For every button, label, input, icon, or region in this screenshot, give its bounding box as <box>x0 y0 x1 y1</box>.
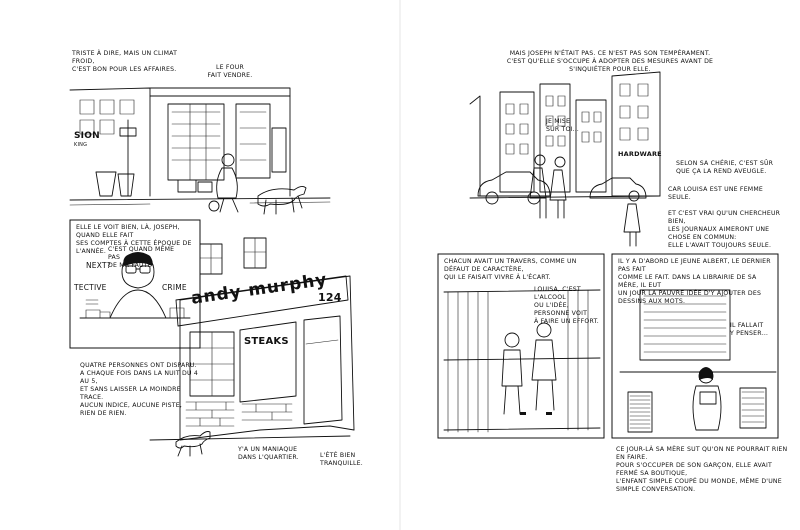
caption-woman-alone: Car Louisa est une femme seule. <box>668 186 763 201</box>
window-sign-steaks: STEAKS <box>244 336 289 347</box>
r-panel2-frame <box>437 253 605 439</box>
caption-joseph-temper: Mais Joseph n'était pas. Ce n'est pas so… <box>506 50 714 73</box>
word-next: NEXT? <box>86 261 111 270</box>
caption-maniac: Y'a un maniaque dans l'quartier. <box>238 446 299 461</box>
caption-flaws: Chacun avait un travers, comme un défaut… <box>444 258 577 281</box>
panel1-drawing <box>69 87 331 215</box>
panel2-drawing <box>79 252 191 319</box>
bubble-bet-on-you: Je mise sur toi… <box>546 118 579 133</box>
r-panel3-frame <box>611 253 779 439</box>
word-crime: CRIME <box>162 283 187 292</box>
caption-mother-knew: Ce jour-là sa mère sut qu'on ne pourrait… <box>616 446 788 493</box>
sign-hardware: HARDWARE <box>618 150 662 158</box>
page-gutter <box>399 0 401 530</box>
caption-not-my-fault: C'est quand même pas de ma faute <box>108 246 175 269</box>
bubble-think-of-it: Il fallait y penser… <box>730 322 769 337</box>
panel2-frame <box>69 219 201 349</box>
street-sign: SION <box>74 131 100 141</box>
sign-number: 124 <box>318 291 342 304</box>
panel3-drawing <box>149 237 355 457</box>
r-panel2-drawing <box>443 289 601 433</box>
caption-albert: Il y a d'abord le jeune Albert, le derni… <box>618 258 771 305</box>
r-panel1-drawing <box>469 71 661 247</box>
caption-quiet-summer: L'été bien tranquille. <box>320 452 363 467</box>
street-sign-small: KING <box>74 142 88 148</box>
caption-accounts: Elle le voit bien, là, Joseph, quand ell… <box>76 224 192 255</box>
caption-blind: Selon sa chérie, c'est sûr que ça la ren… <box>676 160 774 175</box>
bubble-louisa: Louisa, c'est l'alcool ou l'idée, person… <box>534 286 599 325</box>
caption-cold-weather: Triste à dire, mais un climat froid, c'e… <box>72 50 178 73</box>
caption-oven: Le four fait vendre. <box>207 64 253 79</box>
caption-disappeared: Quatre personnes ont disparu. A chaque f… <box>80 362 199 417</box>
r-panel3-drawing <box>619 289 777 433</box>
word-tective: TECTIVE <box>74 283 107 292</box>
caption-researcher: Et c'est vrai qu'un chercheur bien, les … <box>668 210 781 249</box>
